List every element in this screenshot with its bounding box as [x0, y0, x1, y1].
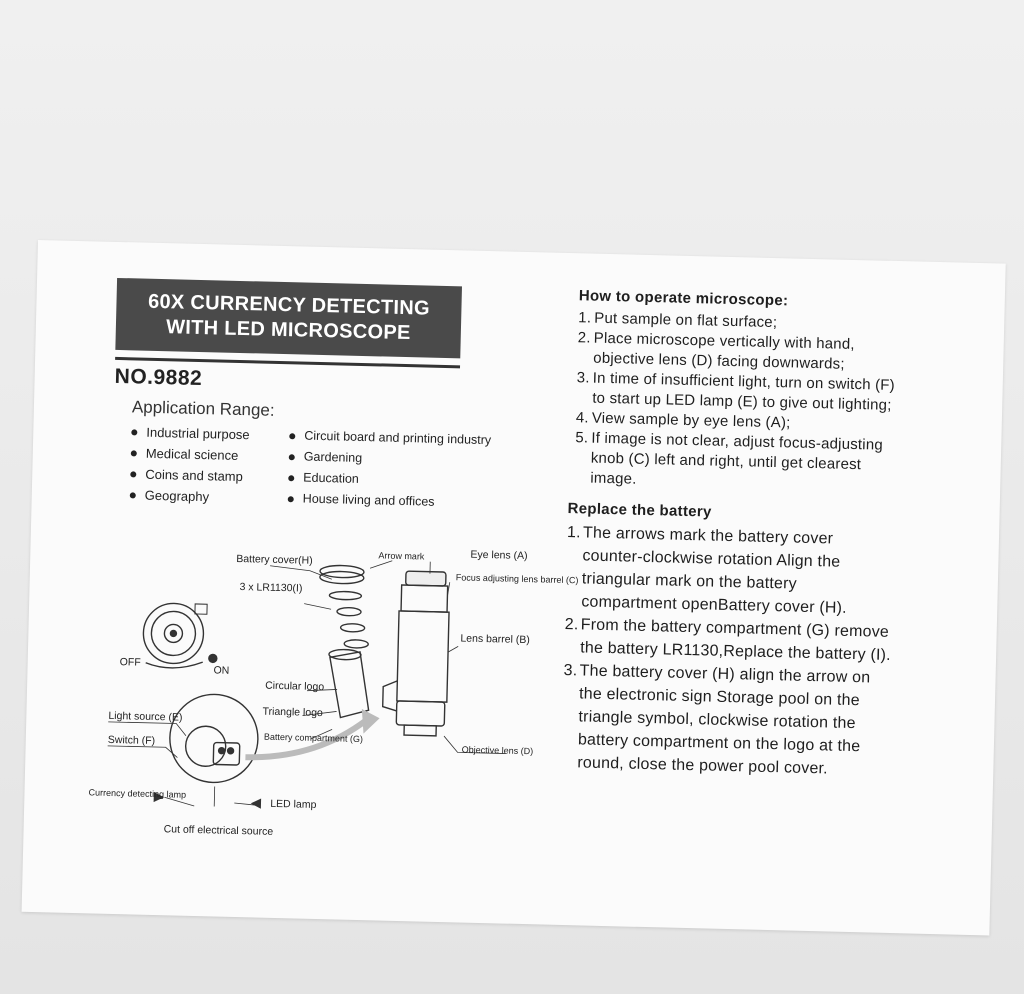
list-item: House living and offices — [285, 488, 489, 514]
operate-heading: How to operate microscope: — [578, 287, 789, 310]
step-number: 1. — [566, 524, 581, 542]
step-text: The battery cover (H) align the arrow on… — [577, 662, 871, 778]
list-item: 5.If image is not clear, adjust focus-ad… — [574, 428, 899, 496]
light-source-label: Light source (E) — [108, 709, 183, 724]
circular-logo-label: Circular logo — [265, 679, 325, 694]
step-text: View sample by eye lens (A); — [591, 409, 791, 432]
application-list-2: Circuit board and printing industry Gard… — [285, 425, 492, 514]
step-text: Place microscope vertically with hand, o… — [593, 329, 855, 373]
step-number: 3. — [576, 369, 590, 387]
battery-type-label: 3 x LR1130(I) — [239, 581, 303, 595]
step-number: 2. — [564, 615, 579, 634]
step-text: The arrows mark the battery cover counte… — [581, 524, 848, 617]
objective-lens-label: Objective lens (D) — [461, 744, 534, 757]
battery-compartment-icon — [328, 648, 370, 719]
microscope-illustration — [107, 560, 506, 809]
battery-cover-label: Battery cover(H) — [236, 552, 313, 567]
battery-steps: 1.The arrows mark the battery cover coun… — [561, 521, 897, 782]
lens-barrel-label: Lens barrel (B) — [460, 632, 530, 647]
eye-lens-label: Eye lens (A) — [470, 548, 528, 563]
step-number: 3. — [563, 661, 578, 680]
light-source-closeup-icon — [169, 693, 380, 784]
list-item: 1.The arrows mark the battery cover coun… — [565, 521, 897, 621]
off-label: OFF — [119, 656, 141, 669]
step-number: 5. — [575, 429, 589, 447]
led-lamp-label: LED lamp — [270, 797, 317, 811]
switch-dial-icon — [142, 602, 218, 669]
triangle-logo-label: Triangle logo — [262, 705, 324, 720]
battery-cover-icon — [319, 564, 369, 649]
step-number: 1. — [578, 309, 592, 327]
step-text: In time of insufficient light, turn on s… — [592, 369, 896, 414]
list-item: Geography — [128, 484, 286, 509]
switch-label: Switch (F) — [107, 733, 156, 748]
step-text: If image is not clear, adjust focus-adju… — [590, 429, 884, 488]
operate-steps: 1.Put sample on flat surface; 2.Place mi… — [568, 308, 902, 496]
product-title-box: 60X CURRENCY DETECTING WITH LED MICROSCO… — [115, 277, 462, 359]
list-item: 3.The battery cover (H) align the arrow … — [561, 659, 894, 782]
step-text: Put sample on flat surface; — [594, 309, 778, 332]
list-item: 2.From the battery compartment (G) remov… — [564, 613, 895, 667]
on-label: ON — [213, 664, 230, 677]
step-number: 2. — [577, 329, 591, 347]
step-number: 4. — [575, 409, 589, 427]
left-column: 60X CURRENCY DETECTING WITH LED MICROSCO… — [112, 277, 497, 514]
application-list-1: Industrial purpose Medical science Coins… — [128, 421, 288, 509]
right-column: How to operate microscope: 1.Put sample … — [561, 287, 903, 782]
arrow-mark-label: Arrow mark — [378, 550, 425, 562]
instruction-sheet: 60X CURRENCY DETECTING WITH LED MICROSCO… — [21, 240, 1006, 936]
microscope-diagram: Battery cover(H) Arrow mark Eye lens (A)… — [63, 543, 578, 854]
microscope-tube-icon — [381, 570, 450, 737]
model-number: NO.9882 — [114, 364, 203, 391]
application-range-lists: Industrial purpose Medical science Coins… — [128, 421, 494, 514]
step-text: From the battery compartment (G) remove … — [579, 616, 892, 664]
